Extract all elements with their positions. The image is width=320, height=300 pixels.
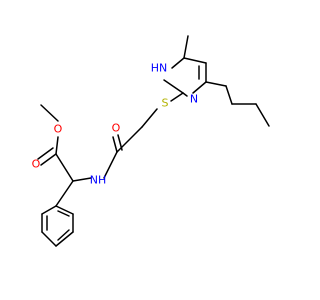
bond [37, 147, 54, 160]
atom-labels: O O NH O S HN N [32, 62, 198, 187]
bond [182, 92, 188, 97]
bond [41, 205, 57, 215]
bond [55, 180, 74, 207]
bond [55, 231, 74, 247]
bond [55, 153, 74, 182]
bond [112, 136, 118, 153]
bond [255, 103, 270, 127]
ester-carbonyl-oxygen-label: O [32, 158, 41, 171]
bond [141, 108, 158, 128]
bond [103, 151, 118, 179]
thioether-sulfur-label: S [162, 97, 169, 110]
bond [192, 81, 207, 94]
bond [57, 210, 70, 217]
bond [171, 57, 185, 69]
bond [72, 177, 92, 182]
bond [55, 136, 59, 155]
molecule-structure: O O NH O S HN N [32, 35, 270, 247]
bond [40, 153, 57, 166]
methoxy-oxygen-label: O [54, 123, 63, 136]
bond [170, 92, 184, 102]
bond [163, 79, 184, 94]
amide-nh-label: NH [90, 174, 107, 187]
bond [225, 85, 233, 105]
bond [40, 104, 59, 122]
ring-nitrogen-label: N [190, 93, 198, 106]
bonds [37, 35, 270, 247]
bond [183, 35, 189, 59]
bond [116, 126, 143, 153]
ring-nh-label: HN [151, 62, 168, 75]
bond [41, 231, 57, 247]
bond [55, 205, 74, 215]
amide-oxygen-label: O [112, 122, 121, 135]
bond [205, 81, 227, 87]
bond [57, 229, 70, 241]
bond [183, 57, 207, 64]
